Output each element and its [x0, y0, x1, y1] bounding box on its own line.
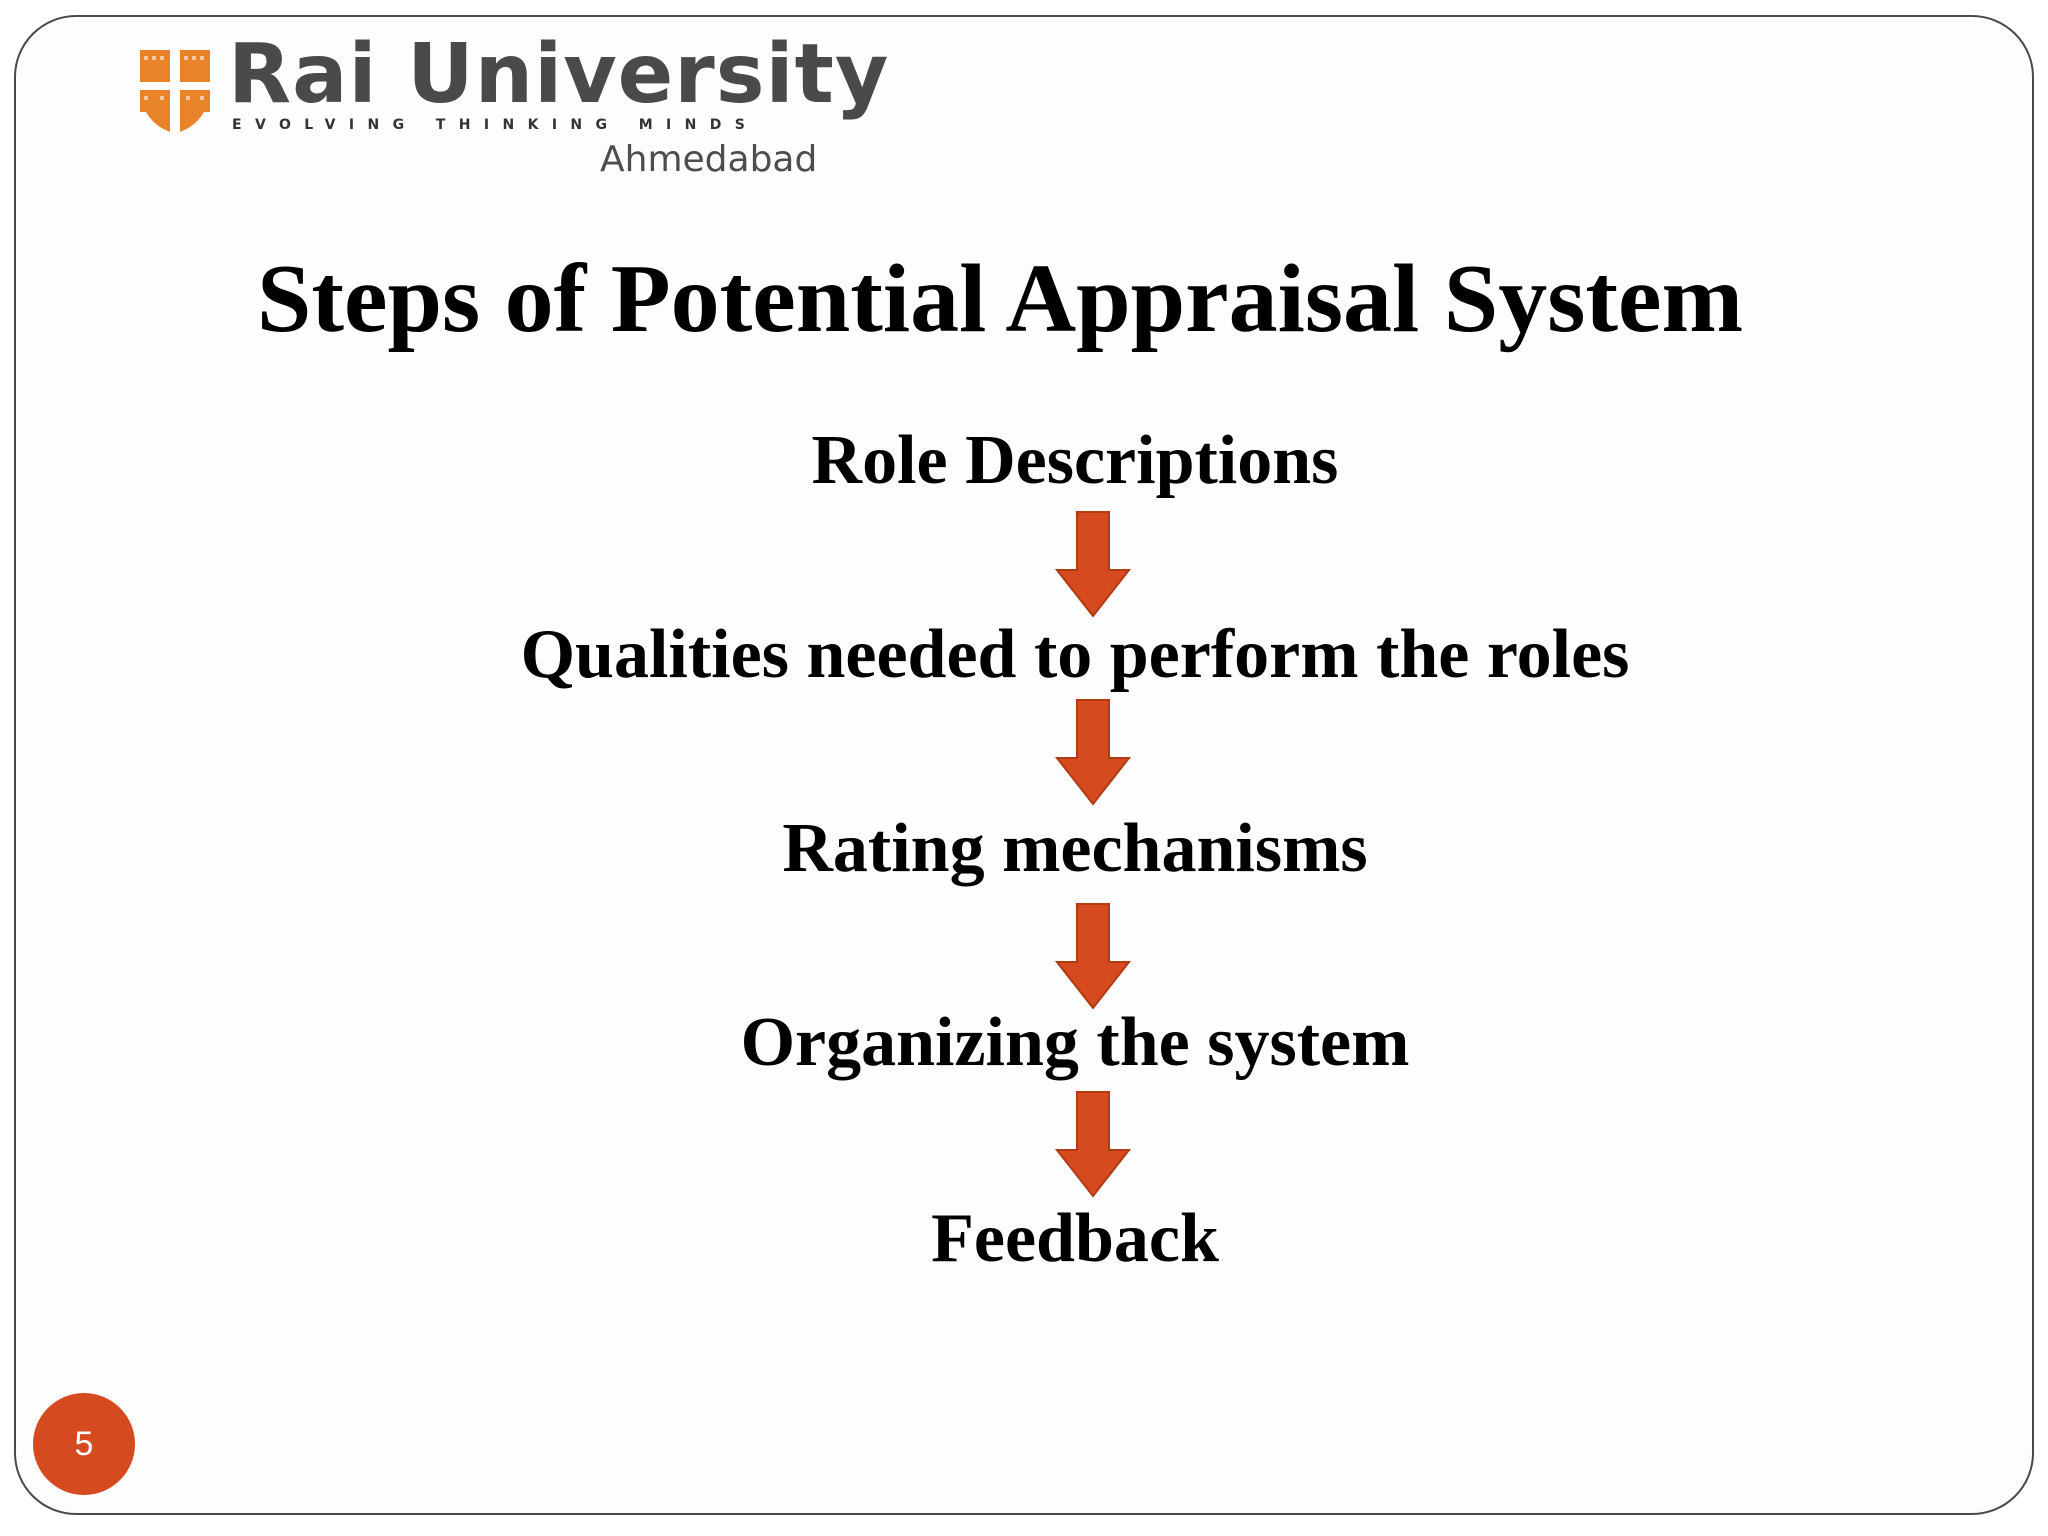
down-arrow-icon	[1055, 511, 1131, 618]
step-role-descriptions: Role Descriptions	[811, 422, 1339, 499]
step-feedback: Feedback	[931, 1200, 1219, 1277]
slide-title: Steps of Potential Appraisal System	[256, 245, 1744, 353]
university-logo: Rai University EVOLVING THINKING MINDS A…	[140, 34, 888, 196]
slide-number: 5	[33, 1393, 135, 1495]
down-arrow-icon	[1055, 1091, 1131, 1198]
step-organizing-system: Organizing the system	[740, 1004, 1410, 1081]
down-arrow-icon	[1055, 699, 1131, 806]
logo-tagline: EVOLVING THINKING MINDS	[232, 117, 759, 133]
step-qualities-needed: Qualities needed to perform the roles	[520, 616, 1630, 693]
slide-frame	[14, 15, 2034, 1515]
logo-city: Ahmedabad	[600, 139, 818, 180]
down-arrow-icon	[1055, 903, 1131, 1010]
step-rating-mechanisms: Rating mechanisms	[782, 810, 1368, 887]
university-crest-icon	[140, 50, 210, 132]
logo-name: Rai University	[228, 27, 890, 122]
